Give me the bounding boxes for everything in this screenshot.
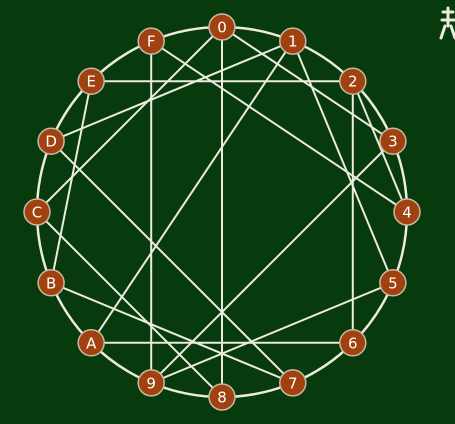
node-B: B (37, 269, 65, 297)
node-F: F (137, 27, 165, 55)
node-label: 5 (388, 274, 398, 292)
node-circle (23, 198, 51, 226)
node-circle (279, 27, 307, 55)
node-label: 4 (402, 204, 412, 222)
node-circle (37, 127, 65, 155)
node-circle (339, 329, 367, 357)
node-7: 7 (279, 369, 307, 397)
node-3: 3 (379, 127, 407, 155)
node-label: F (147, 33, 156, 51)
node-label: B (46, 274, 56, 292)
node-E: E (77, 67, 105, 95)
node-label: 6 (348, 334, 358, 352)
node-2: 2 (339, 67, 367, 95)
node-label: 7 (288, 374, 298, 392)
node-circle (279, 369, 307, 397)
node-label: D (45, 133, 57, 151)
node-0: 0 (208, 13, 236, 41)
node-circle (339, 67, 367, 95)
chord-2-4 (351, 80, 408, 213)
chord-8-C (36, 211, 223, 398)
chord-4-F (150, 40, 408, 213)
node-label: 8 (217, 389, 227, 407)
node-circle (208, 13, 236, 41)
node-circle (77, 67, 105, 95)
node-D: D (37, 127, 65, 155)
node-label: A (86, 334, 97, 352)
chord-1-A (90, 40, 294, 344)
node-label: 9 (146, 374, 156, 392)
node-circle (37, 269, 65, 297)
chord-7-D (50, 140, 294, 384)
node-circle (137, 27, 165, 55)
chord-layer (36, 26, 408, 398)
node-6: 6 (339, 329, 367, 357)
node-circle (379, 269, 407, 297)
node-circle (393, 198, 421, 226)
cropped-glyph-icon (439, 6, 455, 40)
node-label: 2 (348, 73, 358, 91)
chord-0-3 (221, 26, 394, 143)
node-A: A (77, 329, 105, 357)
chord-0-C (36, 26, 223, 213)
node-1: 1 (279, 27, 307, 55)
node-label: C (32, 204, 42, 222)
node-circle (379, 127, 407, 155)
node-circle (137, 369, 165, 397)
node-circle (77, 329, 105, 357)
node-C: C (23, 198, 51, 226)
chord-7-B (50, 281, 294, 384)
node-label: 3 (388, 133, 398, 151)
node-label: 1 (288, 33, 298, 51)
node-8: 8 (208, 383, 236, 411)
chord-B-E (50, 81, 93, 283)
chord-1-D (50, 40, 294, 143)
node-4: 4 (393, 198, 421, 226)
node-5: 5 (379, 269, 407, 297)
node-label: 0 (217, 19, 227, 37)
node-9: 9 (137, 369, 165, 397)
node-layer: 0 1 2 3 4 5 6 7 8 9 A B C D E F (23, 13, 421, 411)
node-circle (208, 383, 236, 411)
node-label: E (86, 73, 95, 91)
